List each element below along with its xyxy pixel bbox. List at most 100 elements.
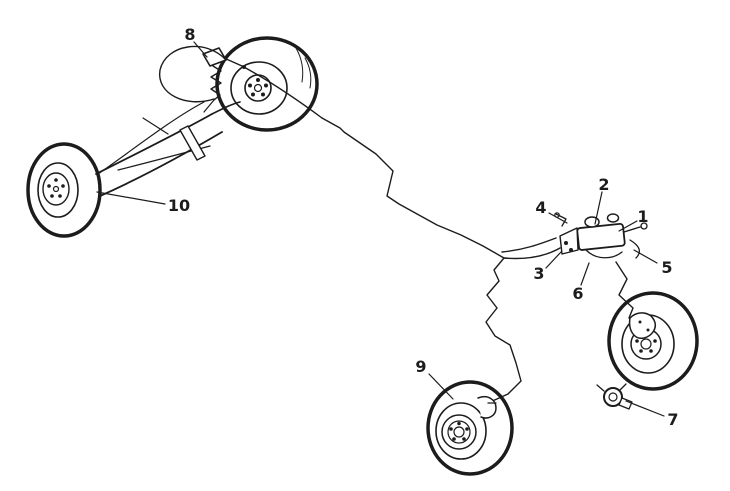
callout-7: 7 [667, 410, 678, 429]
fitting-center [608, 392, 618, 402]
fitting-nut [640, 222, 648, 230]
master-cylinder-assembly [554, 212, 648, 259]
rim-opening [230, 61, 288, 115]
outlet-fitting [623, 226, 641, 233]
valve-arm [223, 57, 243, 67]
lug-nut [462, 437, 466, 441]
wheel-far-left [26, 142, 102, 238]
caliper-bolt [646, 328, 650, 332]
caliper-bolt [638, 320, 642, 324]
hub-center [52, 185, 60, 193]
brake-caliper [628, 312, 656, 339]
rotor-ring [447, 420, 471, 444]
callout-9: 9 [415, 357, 426, 376]
leader-8 [193, 41, 208, 58]
mounting-bracket [559, 227, 579, 255]
hub-center [640, 338, 652, 350]
bracket-bolt [564, 241, 568, 245]
axle-tube-top [95, 113, 213, 175]
pipe-to-master-cylinder-a [503, 247, 561, 260]
callout-10: 10 [168, 196, 190, 215]
lug-nut [649, 349, 653, 353]
brake-lines [241, 65, 649, 404]
valve-link [203, 99, 215, 113]
leader-9 [428, 373, 454, 400]
master-cylinder-body [576, 222, 626, 251]
leader-lines [96, 41, 665, 417]
fitting-clip [619, 383, 627, 391]
hub-center [453, 426, 465, 438]
reservoir-cap-rear [606, 213, 620, 223]
lug-nut [635, 339, 639, 343]
rear-axle-assembly [95, 101, 241, 197]
drawing-layer [26, 36, 699, 476]
callout-6: 6 [572, 284, 583, 303]
wheel-top-rear [215, 36, 319, 132]
fitting-nut [618, 397, 633, 410]
lug-nut [251, 92, 255, 97]
hub-center [253, 83, 263, 93]
hose-curl [629, 239, 641, 259]
wheel-front-left [426, 380, 514, 476]
leader-2 [594, 191, 603, 225]
tire-outline [26, 142, 102, 238]
leader-7 [625, 400, 665, 417]
tire-shading [295, 47, 304, 83]
brake-caliper [477, 396, 497, 419]
callout-3: 3 [533, 264, 544, 283]
axle-tube-bottom [99, 131, 223, 197]
rim-opening [435, 402, 487, 460]
load-sensing-valve [159, 45, 246, 113]
lug-nut [54, 178, 58, 182]
tire-outline [426, 380, 514, 476]
leader-6 [580, 262, 590, 286]
lower-bracket [585, 249, 623, 259]
axle-end [211, 101, 241, 115]
disc-rotor [441, 414, 477, 450]
wheel-front-right [607, 291, 699, 391]
lug-nut [653, 339, 657, 343]
callout-1: 1 [637, 207, 648, 226]
hose-fitting [596, 383, 633, 410]
leader-4 [548, 212, 568, 224]
reservoir-cap-front [584, 216, 600, 228]
tire-outline [215, 36, 319, 132]
fitting-body [603, 387, 623, 407]
main-diagonal-pipe [321, 117, 505, 259]
lug-nut [50, 194, 54, 198]
leader-1 [618, 220, 638, 232]
rim-opening [37, 162, 79, 218]
callout-5: 5 [661, 258, 672, 277]
lug-nut [256, 78, 260, 82]
frame-brace [142, 117, 169, 135]
fitting-clip [596, 384, 605, 392]
bracket-bolt [569, 248, 573, 252]
lug-nut [261, 92, 265, 97]
tire-shading [304, 57, 312, 89]
lug-nut [449, 427, 453, 431]
callout-2: 2 [598, 175, 609, 194]
tire-outline [607, 291, 699, 391]
lug-nut [47, 184, 51, 188]
rear-brake-pipe [97, 101, 205, 175]
leader-5 [633, 249, 658, 264]
lug-nut [58, 194, 62, 198]
leader-10 [96, 191, 166, 205]
hub [42, 172, 70, 206]
valve-spring [210, 65, 222, 101]
lug-nut [639, 349, 643, 353]
lug-nut [248, 83, 252, 88]
callout-4: 4 [535, 198, 546, 217]
leader-3 [545, 251, 562, 269]
lug-nut [61, 184, 65, 188]
shock-absorber [179, 125, 206, 161]
pipe-to-master-cylinder-b [501, 237, 557, 253]
lug-nut [264, 83, 268, 88]
pipe-loop [159, 45, 227, 103]
pipe-to-front-left [485, 257, 522, 404]
lug-nut [465, 427, 469, 431]
pipe-from-valve [241, 65, 323, 119]
lug-nut [457, 421, 461, 426]
